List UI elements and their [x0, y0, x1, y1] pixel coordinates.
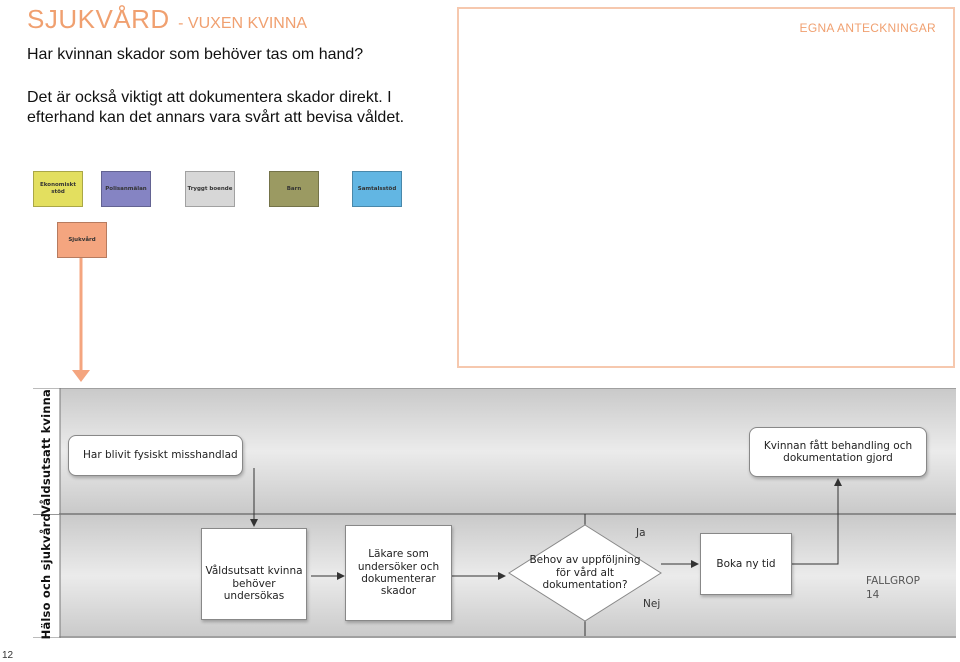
category-polisanmalan[interactable]: Polisanmälan	[101, 171, 151, 207]
page-title: SJUKVÅRD - VUXEN KVINNA	[27, 4, 307, 35]
title-main: SJUKVÅRD	[27, 4, 170, 34]
title-subtitle: - VUXEN KVINNA	[178, 15, 308, 32]
lane-label-kvinna: Våldsutsatt kvinna	[33, 389, 59, 514]
label-nej: Nej	[643, 598, 661, 610]
fallgrop-number: 14	[866, 589, 880, 601]
lane-label-sjukvard: Hälso och sjukvård	[33, 513, 59, 639]
category-sjukvard[interactable]: Sjukvård	[57, 222, 107, 258]
process-diagram: Våldsutsatt kvinna Hälso och sjukvård Ha…	[33, 388, 956, 639]
category-tryggt-boende[interactable]: Tryggt boende	[185, 171, 235, 207]
category-barn[interactable]: Barn	[269, 171, 319, 207]
node-boka: Boka ny tid	[700, 533, 792, 595]
down-arrow-icon	[72, 258, 90, 382]
body-text: Det är också viktigt att dokumentera ska…	[27, 89, 405, 126]
fallgrop-label: FALLGROP 14	[866, 575, 920, 601]
node-behandling: Kvinnan fått behandling och dokumentatio…	[749, 427, 927, 477]
notes-box[interactable]: EGNA ANTECKNINGAR	[457, 7, 955, 368]
node-undersokas: Våldsutsatt kvinna behöver undersökas	[201, 528, 307, 620]
notes-label: EGNA ANTECKNINGAR	[799, 21, 936, 35]
node-lakare: Läkare som undersöker och dokumenterar s…	[345, 525, 452, 621]
category-ekonomiskt-stod[interactable]: Ekonomiskt stöd	[33, 171, 83, 207]
node-decision: Behov av uppföljning för vård alt dokume…	[529, 554, 641, 592]
node-misshandlad: Har blivit fysiskt misshandlad	[68, 435, 243, 476]
page-number: 12	[2, 650, 14, 661]
question-text: Har kvinnan skador som behöver tas om ha…	[27, 46, 364, 63]
diagram-background	[33, 388, 956, 638]
label-ja: Ja	[636, 527, 646, 539]
category-samtalsstod[interactable]: Samtalsstöd	[352, 171, 402, 207]
